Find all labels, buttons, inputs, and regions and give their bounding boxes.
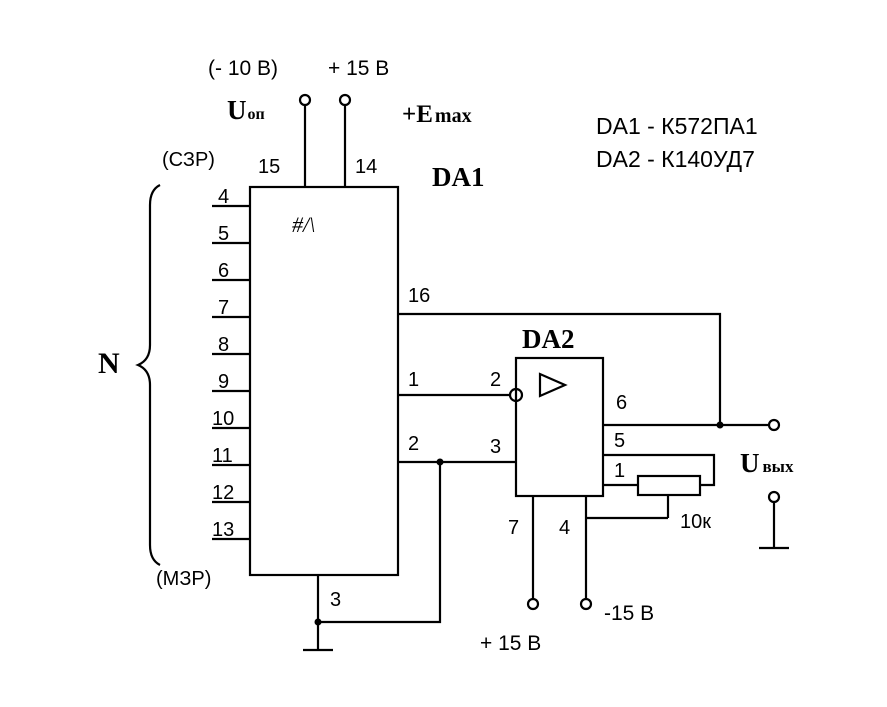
pin5-wire bbox=[603, 453, 716, 487]
da2-pin5-label: 5 bbox=[614, 430, 625, 452]
da2-pin4-label: 4 bbox=[559, 517, 570, 539]
plus15-bottom-label: + 15 В bbox=[480, 632, 541, 655]
da2-pin6-label: 6 bbox=[616, 392, 627, 414]
resistor-label: 10к bbox=[680, 511, 711, 533]
da1-input-pin-label: 7 bbox=[218, 297, 229, 319]
da2-pin2-label: 2 bbox=[490, 369, 501, 391]
da1-input-pin-label: 4 bbox=[218, 186, 229, 208]
terminal-emax bbox=[338, 93, 352, 107]
terminal-output bbox=[767, 418, 781, 432]
da1-input-pin-label: 8 bbox=[218, 334, 229, 356]
pin14-label: 14 bbox=[355, 156, 377, 178]
da1-input-pin-label: 5 bbox=[218, 223, 229, 245]
ground-return-wire bbox=[318, 462, 442, 624]
da1-input-pin-label: 11 bbox=[212, 445, 233, 467]
bus-brace bbox=[135, 184, 161, 566]
legend-da2: DA2 - К140УД7 bbox=[596, 146, 755, 172]
msb-label: (СЗР) bbox=[162, 149, 215, 171]
da1-input-pins: 4 5 6 7 8 9 10 11 12 13 bbox=[212, 186, 250, 541]
da2-label: DA2 bbox=[522, 324, 575, 354]
da1-body bbox=[248, 185, 400, 577]
bus-label: N bbox=[98, 347, 120, 380]
da2-body bbox=[514, 356, 605, 498]
junction-ground bbox=[314, 618, 322, 626]
pin3-label: 3 bbox=[330, 589, 341, 611]
terminal-plus15 bbox=[526, 597, 540, 611]
da2-pin1-label: 1 bbox=[614, 460, 625, 482]
plus15-top-label: + 15 В bbox=[328, 57, 389, 80]
da1-input-pin-label: 9 bbox=[218, 371, 229, 393]
pin15-label: 15 bbox=[258, 156, 280, 178]
ref-voltage-label: (- 10 В) bbox=[208, 57, 278, 80]
da1-input-pin-label: 12 bbox=[212, 482, 234, 504]
terminal-minus15 bbox=[579, 597, 593, 611]
terminal-uref bbox=[298, 93, 312, 107]
da1-symbol: #/\ bbox=[292, 212, 315, 237]
da1-input-pin-label: 6 bbox=[218, 260, 229, 282]
da1-input-pin-label: 13 bbox=[212, 519, 234, 541]
lsb-label: (МЗР) bbox=[156, 568, 211, 590]
potentiometer-body bbox=[636, 474, 702, 497]
da2-pin3-label: 3 bbox=[490, 436, 501, 458]
legend-da1: DA1 - К572ПА1 bbox=[596, 113, 758, 139]
feedback-wire bbox=[398, 312, 722, 425]
minus15-label: -15 В bbox=[604, 602, 654, 625]
da1-input-pin-label: 10 bbox=[212, 408, 234, 430]
uref-label: Uоп bbox=[227, 95, 265, 125]
terminal-output-ground bbox=[767, 490, 781, 504]
da2-pin7-label: 7 bbox=[508, 517, 519, 539]
da1-label: DA1 bbox=[432, 162, 485, 192]
junction-output bbox=[716, 421, 724, 429]
pin16-label: 16 bbox=[408, 285, 430, 307]
pin1-label: 1 bbox=[408, 369, 419, 391]
amplifier-triangle-icon bbox=[538, 372, 568, 398]
pin2-label: 2 bbox=[408, 433, 419, 455]
